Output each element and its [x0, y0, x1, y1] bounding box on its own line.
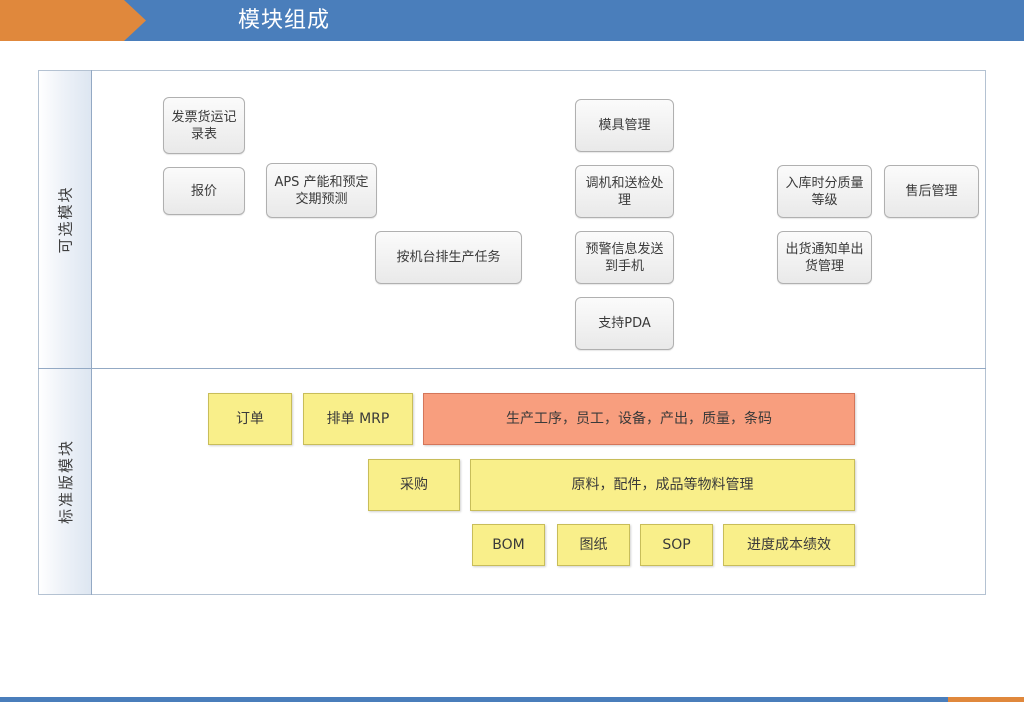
standard-module-progress-cost-performance[interactable]: 进度成本绩效: [723, 524, 855, 566]
optional-module-after-sales-management[interactable]: 售后管理: [884, 165, 979, 218]
page-title: 模块组成: [238, 8, 331, 33]
optional-module-inbound-quality-grade[interactable]: 入库时分质量等级: [777, 165, 872, 218]
footer-accent: [948, 697, 1024, 702]
optional-module-aps-capacity-forecast[interactable]: APS 产能和预定交期预测: [266, 163, 377, 218]
optional-module-machine-schedule-task[interactable]: 按机台排生产任务: [375, 231, 522, 284]
optional-module-alert-to-mobile[interactable]: 预警信息发送到手机: [575, 231, 674, 284]
optional-module-delivery-notice-management[interactable]: 出货通知单出货管理: [777, 231, 872, 284]
header-chevron-shape: [0, 0, 146, 41]
optional-module-pda-support[interactable]: 支持PDA: [575, 297, 674, 350]
section-label-standard: 标准版模块: [39, 369, 91, 594]
standard-module-order[interactable]: 订单: [208, 393, 292, 445]
standard-module-drawings[interactable]: 图纸: [557, 524, 630, 566]
section-label-optional-text: 可选模块: [56, 185, 75, 254]
standard-module-production-process-line[interactable]: 生产工序，员工，设备，产出，质量，条码: [423, 393, 855, 445]
section-label-standard-text: 标准版模块: [56, 438, 75, 525]
optional-module-invoice-shipping-record[interactable]: 发票货运记录表: [163, 97, 245, 154]
standard-module-purchasing[interactable]: 采购: [368, 459, 460, 511]
label-column-divider: [91, 70, 92, 595]
standard-module-scheduling-mrp[interactable]: 排单 MRP: [303, 393, 413, 445]
optional-module-quotation[interactable]: 报价: [163, 167, 245, 215]
header-bar: 模块组成: [0, 0, 1024, 41]
optional-module-mold-management[interactable]: 模具管理: [575, 99, 674, 152]
standard-module-bom[interactable]: BOM: [472, 524, 545, 566]
section-divider: [38, 368, 986, 369]
footer-bar: [0, 697, 1024, 702]
standard-module-material-management[interactable]: 原料，配件，成品等物料管理: [470, 459, 855, 511]
section-label-optional: 可选模块: [39, 71, 91, 368]
standard-module-sop[interactable]: SOP: [640, 524, 713, 566]
optional-module-machine-adjust-inspection[interactable]: 调机和送检处理: [575, 165, 674, 218]
